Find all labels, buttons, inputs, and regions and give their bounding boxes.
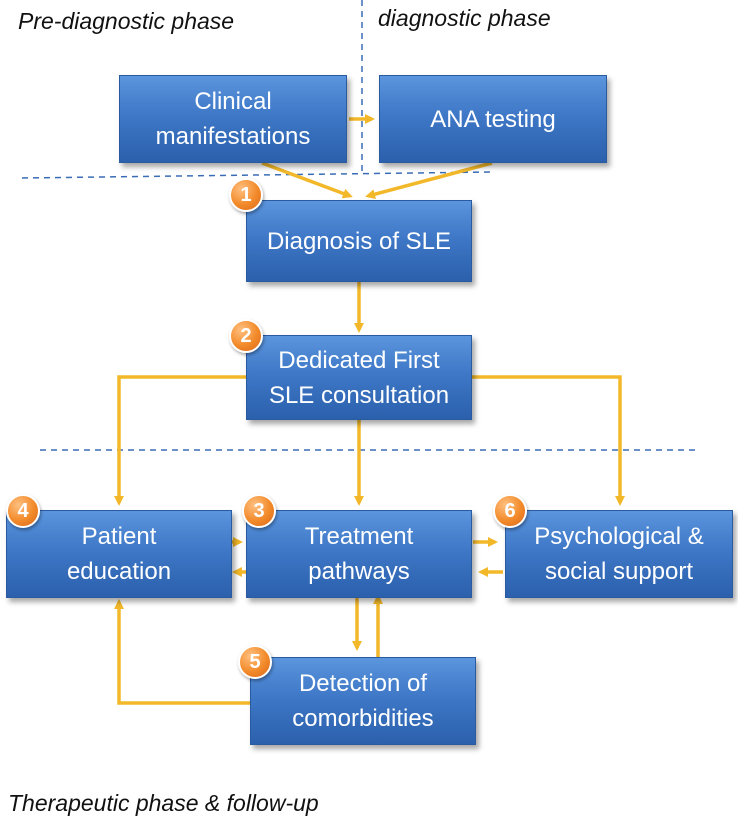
- phase-divider-top: [21, 171, 493, 179]
- node-first-consultation: Dedicated First SLE consultation: [246, 335, 472, 420]
- node-clinical-manifestations: Clinical manifestations: [119, 75, 347, 163]
- node-psych-support: Psychological & social support: [505, 510, 733, 598]
- node-comorbidities: Detection of comorbidities: [250, 657, 476, 745]
- node-patient-education: Patient education: [6, 510, 232, 598]
- node-diagnosis-sle: Diagnosis of SLE: [246, 200, 472, 282]
- badge-3: 3: [242, 494, 276, 528]
- phase-label-diagnostic: diagnostic phase: [378, 5, 551, 31]
- node-ana-testing: ANA testing: [379, 75, 607, 163]
- badge-2: 2: [229, 319, 263, 353]
- badge-5: 5: [238, 645, 272, 679]
- arrow-clinical-to-diagnosis: [261, 161, 353, 199]
- badge-1: 1: [229, 178, 263, 212]
- arrow-comorbidities-to-education: [114, 599, 250, 705]
- arrow-consultation-to-psych: [472, 375, 625, 506]
- badge-6: 6: [493, 494, 527, 528]
- node-treatment-pathways: Treatment pathways: [246, 510, 472, 598]
- arrow-consultation-to-education: [114, 375, 246, 506]
- phase-label-pre-diagnostic: Pre-diagnostic phase: [18, 8, 235, 34]
- badge-4: 4: [6, 494, 40, 528]
- phase-label-therapeutic: Therapeutic phase & follow-up: [8, 790, 319, 816]
- arrow-ana-to-diagnosis: [365, 161, 493, 200]
